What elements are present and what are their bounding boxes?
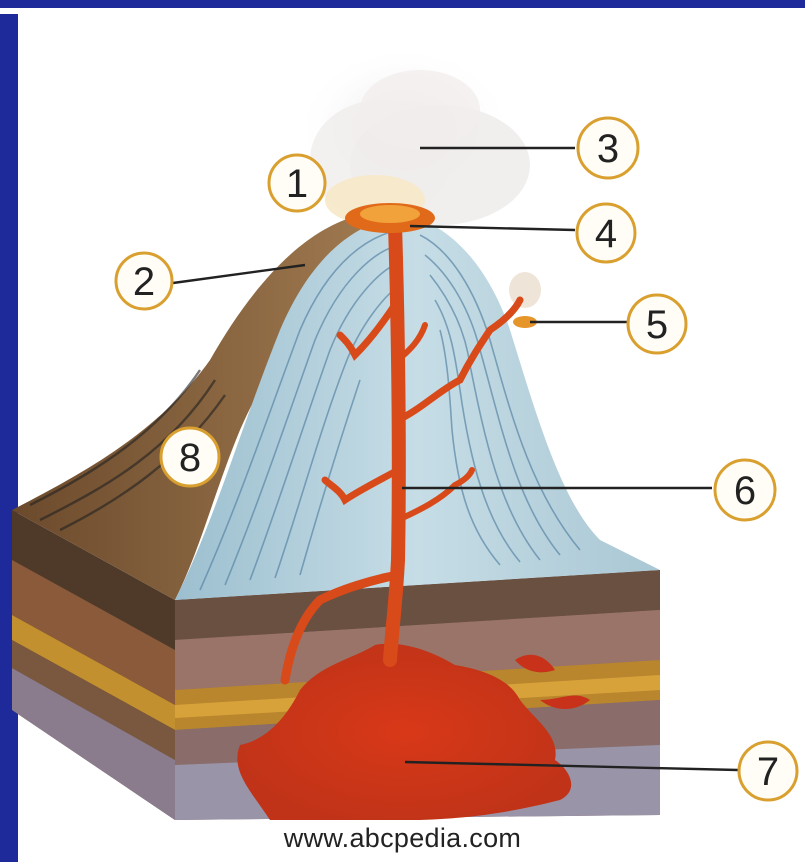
label-2: 2 bbox=[116, 253, 172, 309]
label-4: 4 bbox=[577, 204, 635, 262]
svg-text:4: 4 bbox=[595, 212, 617, 256]
svg-text:8: 8 bbox=[179, 436, 201, 480]
svg-text:6: 6 bbox=[734, 469, 756, 513]
label-1: 1 bbox=[269, 155, 325, 211]
label-8: 8 bbox=[161, 428, 219, 486]
label-3: 3 bbox=[578, 118, 638, 178]
svg-text:3: 3 bbox=[597, 127, 619, 171]
label-6: 6 bbox=[715, 460, 775, 520]
label-7: 7 bbox=[739, 742, 797, 800]
svg-text:2: 2 bbox=[133, 260, 155, 304]
svg-text:7: 7 bbox=[757, 750, 779, 794]
svg-text:5: 5 bbox=[646, 303, 668, 347]
svg-text:1: 1 bbox=[286, 162, 308, 206]
label-5: 5 bbox=[628, 295, 686, 353]
source-watermark: www.abcpedia.com bbox=[0, 823, 805, 854]
